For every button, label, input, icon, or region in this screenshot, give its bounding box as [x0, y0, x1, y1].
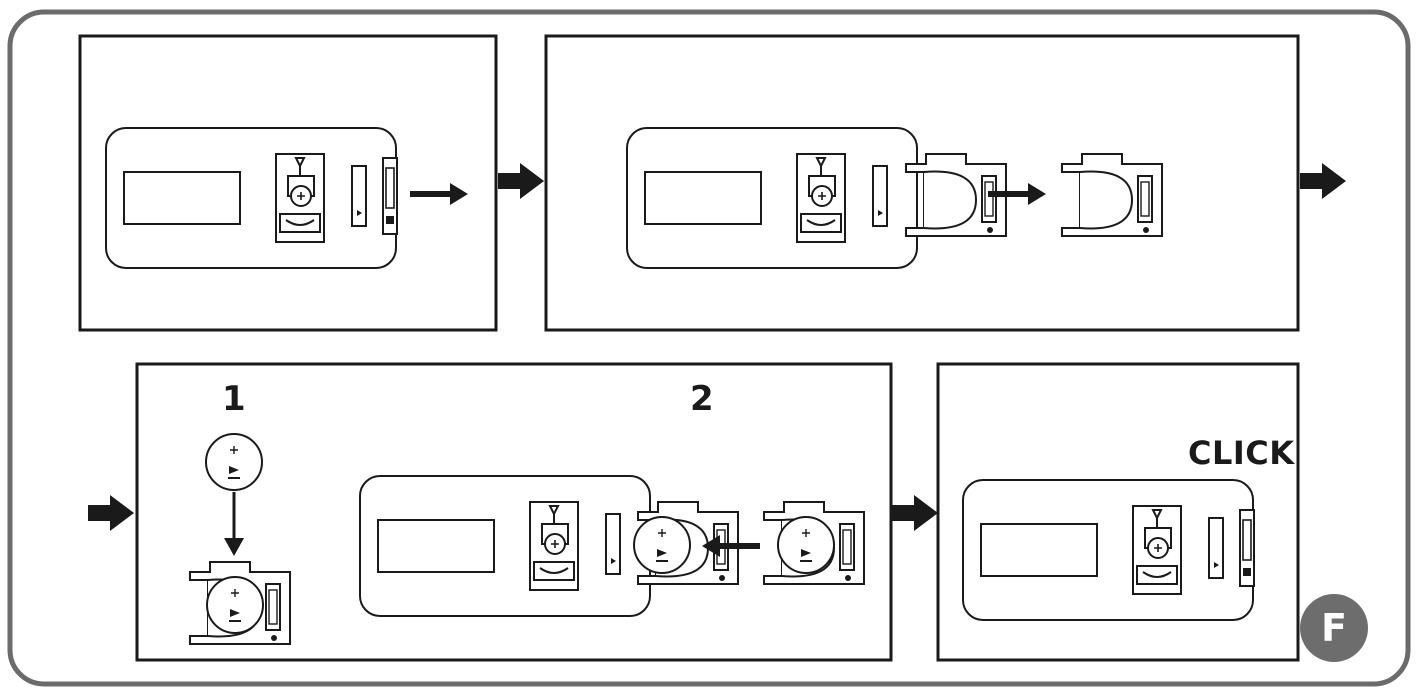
panel-4-tray-inserted: [936, 362, 1300, 662]
panel-1-remote-closed: [78, 34, 498, 332]
coin-battery: [205, 433, 263, 491]
step-1-label: 1: [222, 379, 246, 419]
step-2-label: 2: [690, 379, 714, 419]
panel-2-tray-removed: [544, 34, 1300, 332]
section-badge: F: [1300, 594, 1368, 662]
panel-3-insert-battery: [135, 362, 893, 662]
click-label: CLICK: [1188, 434, 1295, 472]
